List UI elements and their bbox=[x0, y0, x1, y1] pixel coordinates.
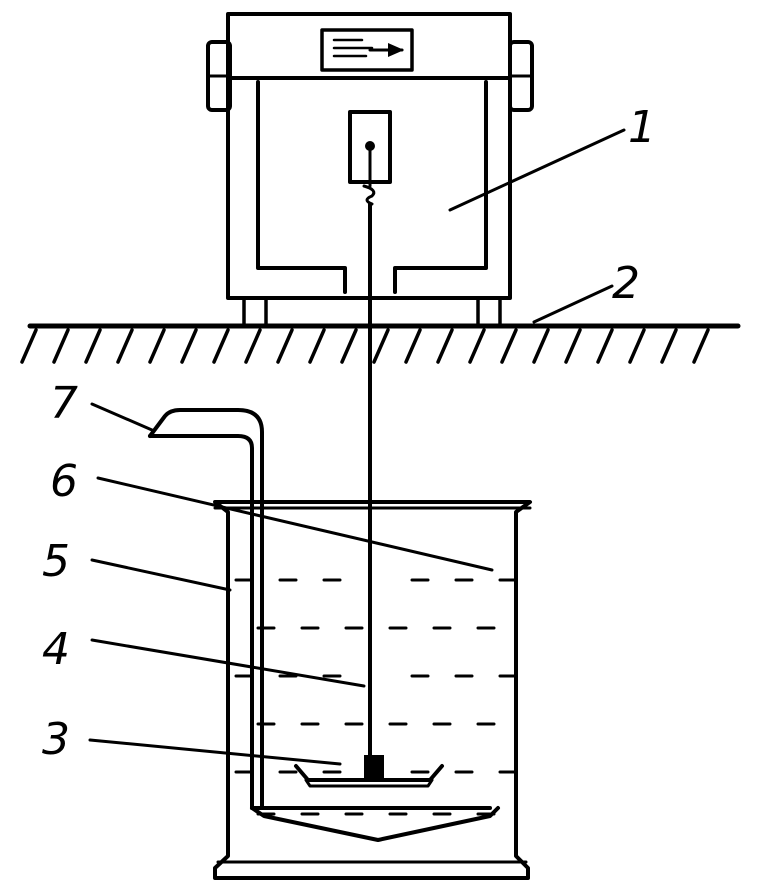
hatch-stroke bbox=[276, 328, 294, 364]
leader-7 bbox=[90, 402, 154, 432]
hatch-stroke bbox=[212, 328, 230, 364]
hatch-stroke bbox=[20, 328, 38, 364]
hatch-stroke bbox=[372, 328, 390, 364]
hatch-stroke bbox=[500, 328, 518, 364]
hatch-stroke bbox=[308, 328, 326, 364]
callout-2: 2 bbox=[612, 258, 640, 309]
hatch-stroke bbox=[468, 328, 486, 364]
label-plate-icon bbox=[320, 28, 414, 72]
hatch-stroke bbox=[116, 328, 134, 364]
hatch-stroke bbox=[436, 328, 454, 364]
hatch-stroke bbox=[84, 328, 102, 364]
impeller bbox=[294, 755, 444, 788]
support-surface bbox=[20, 323, 741, 364]
liquid bbox=[234, 578, 518, 816]
impeller-hub bbox=[364, 755, 384, 781]
leader-lines bbox=[88, 128, 626, 766]
hatch-stroke bbox=[244, 328, 262, 364]
callout-3: 3 bbox=[42, 714, 70, 765]
hatch-stroke bbox=[532, 328, 550, 364]
hatch-stroke bbox=[340, 328, 358, 364]
callout-7: 7 bbox=[50, 378, 78, 429]
leader-1 bbox=[448, 128, 626, 212]
hatch-stroke bbox=[628, 328, 646, 364]
hatch-stroke bbox=[596, 328, 614, 364]
hatch-stroke bbox=[660, 328, 678, 364]
callout-6: 6 bbox=[50, 456, 78, 507]
inlet-pipe-inner bbox=[148, 434, 254, 810]
callout-4: 4 bbox=[42, 624, 70, 675]
shaft-hook bbox=[362, 184, 376, 206]
bottom-funnel bbox=[250, 798, 500, 842]
leader-4 bbox=[90, 638, 366, 688]
motor-inner-right bbox=[393, 80, 488, 294]
leader-2 bbox=[532, 284, 614, 324]
motor-foot-left bbox=[242, 296, 268, 328]
hatch-stroke bbox=[148, 328, 166, 364]
beaker bbox=[213, 500, 532, 880]
hatch-stroke bbox=[564, 328, 582, 364]
leader-3 bbox=[88, 738, 342, 766]
motor-inner-left bbox=[256, 80, 347, 294]
inlet-pipe-outer bbox=[148, 408, 264, 802]
hatch-stroke bbox=[404, 328, 422, 364]
callout-1: 1 bbox=[628, 102, 656, 153]
leader-5 bbox=[90, 558, 232, 592]
leader-6 bbox=[96, 476, 494, 572]
hatch-stroke bbox=[692, 328, 710, 364]
motor-foot-right bbox=[476, 296, 502, 328]
hatch-stroke bbox=[180, 328, 198, 364]
callout-5: 5 bbox=[42, 536, 70, 587]
hatch-stroke bbox=[52, 328, 70, 364]
support-hatching bbox=[20, 328, 710, 364]
